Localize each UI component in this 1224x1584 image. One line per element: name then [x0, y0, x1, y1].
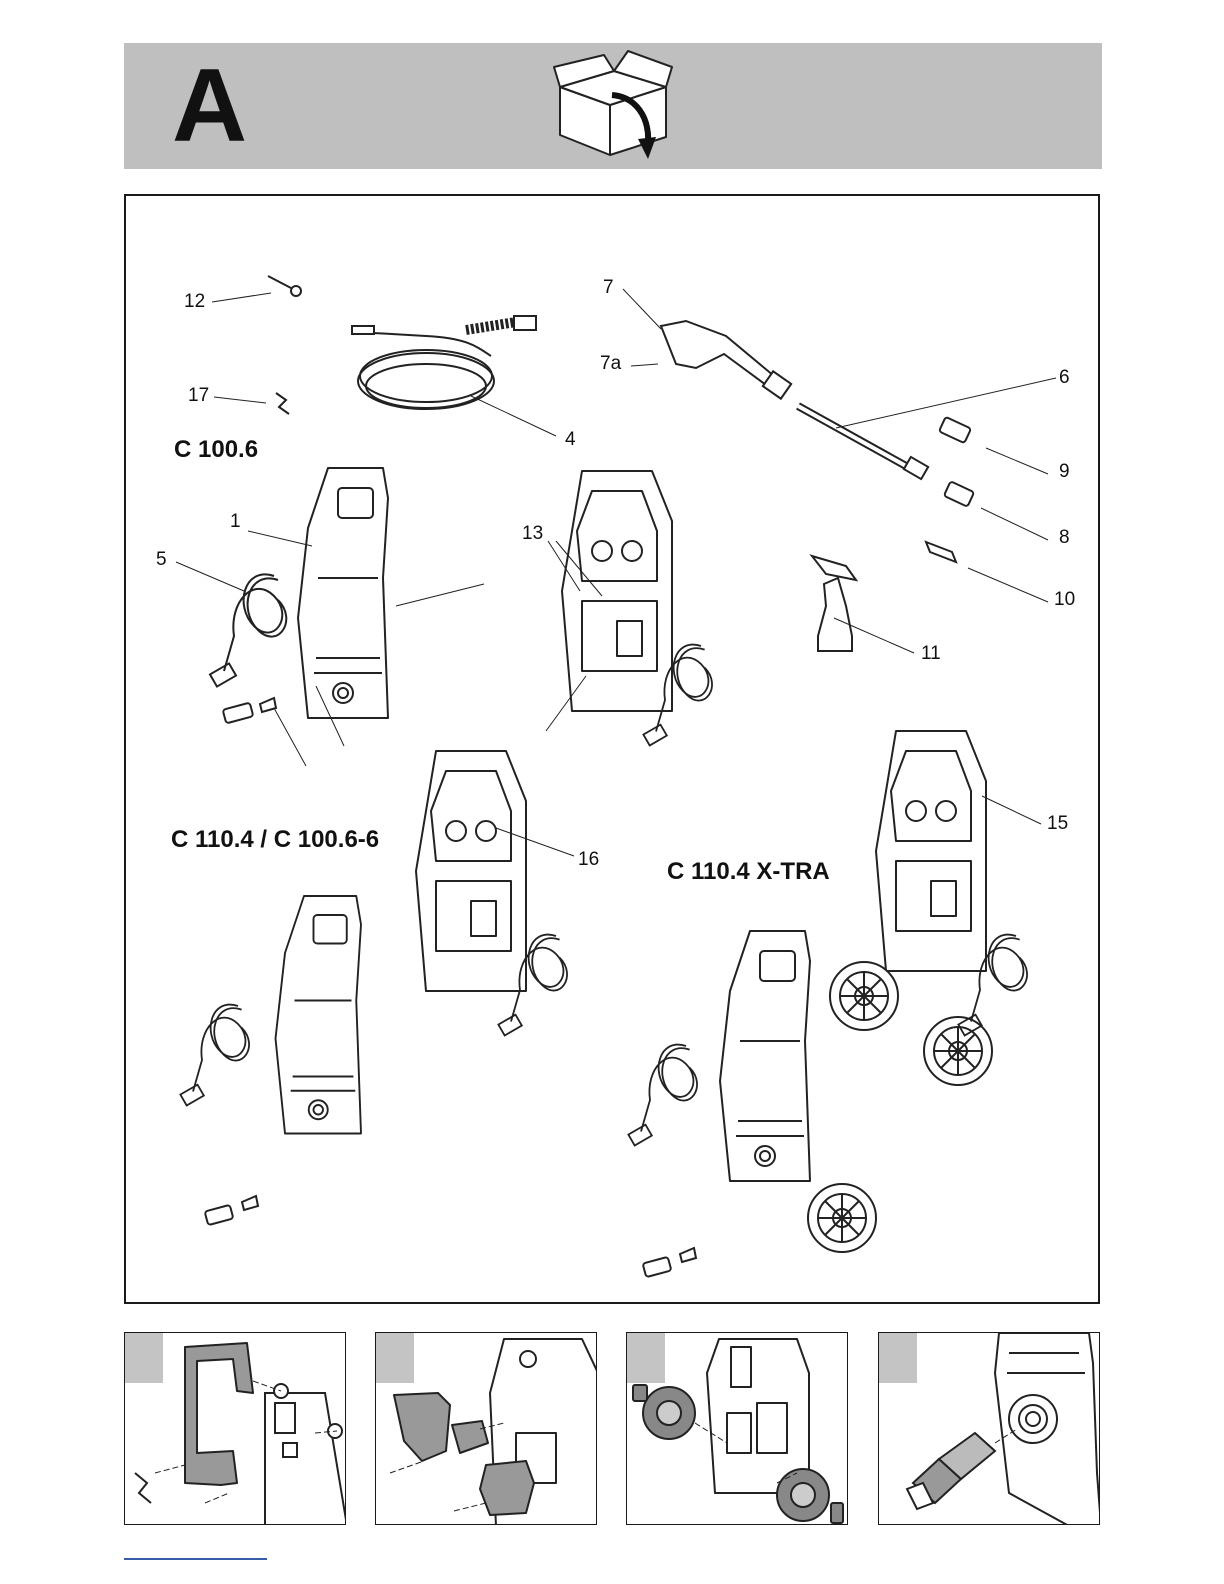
inlet-connector-icon [879, 1333, 1100, 1525]
model-label-c100-6: C 100.6 [174, 436, 258, 464]
holder-assembly-icon [376, 1333, 597, 1525]
section-header: A [124, 43, 1102, 169]
callout-1: 1 [230, 512, 241, 532]
model-label-c110-4-xtra: C 110.4 X-TRA [667, 858, 830, 886]
callout-16: 16 [578, 850, 599, 870]
callout-8: 8 [1059, 528, 1070, 548]
callout-11: 11 [921, 644, 941, 664]
callout-7: 7 [603, 278, 614, 298]
handle-assembly-icon [125, 1333, 346, 1525]
callout-12: 12 [184, 292, 205, 312]
callout-10: 10 [1054, 590, 1075, 610]
assembly-step-2 [375, 1332, 597, 1525]
parts-overview: 12 17 4 7 7a 6 9 8 10 11 1 5 13 16 15 C … [124, 194, 1100, 1304]
callout-5: 5 [156, 550, 167, 570]
callout-7a: 7a [600, 354, 621, 374]
footer-rule [124, 1558, 267, 1560]
wheel-assembly-icon [627, 1333, 848, 1525]
assembly-step-4 [878, 1332, 1100, 1525]
callout-6: 6 [1059, 368, 1070, 388]
callout-15: 15 [1047, 814, 1068, 834]
callout-4: 4 [565, 430, 576, 450]
callout-9: 9 [1059, 462, 1070, 482]
unpack-box-icon [550, 47, 676, 165]
section-letter: A [172, 51, 247, 161]
callout-17: 17 [188, 386, 209, 406]
assembly-step-3 [626, 1332, 848, 1525]
model-label-c110-4-c100-6-6: C 110.4 / C 100.6-6 [171, 826, 379, 854]
callout-13: 13 [522, 524, 543, 544]
assembly-step-1 [124, 1332, 346, 1525]
